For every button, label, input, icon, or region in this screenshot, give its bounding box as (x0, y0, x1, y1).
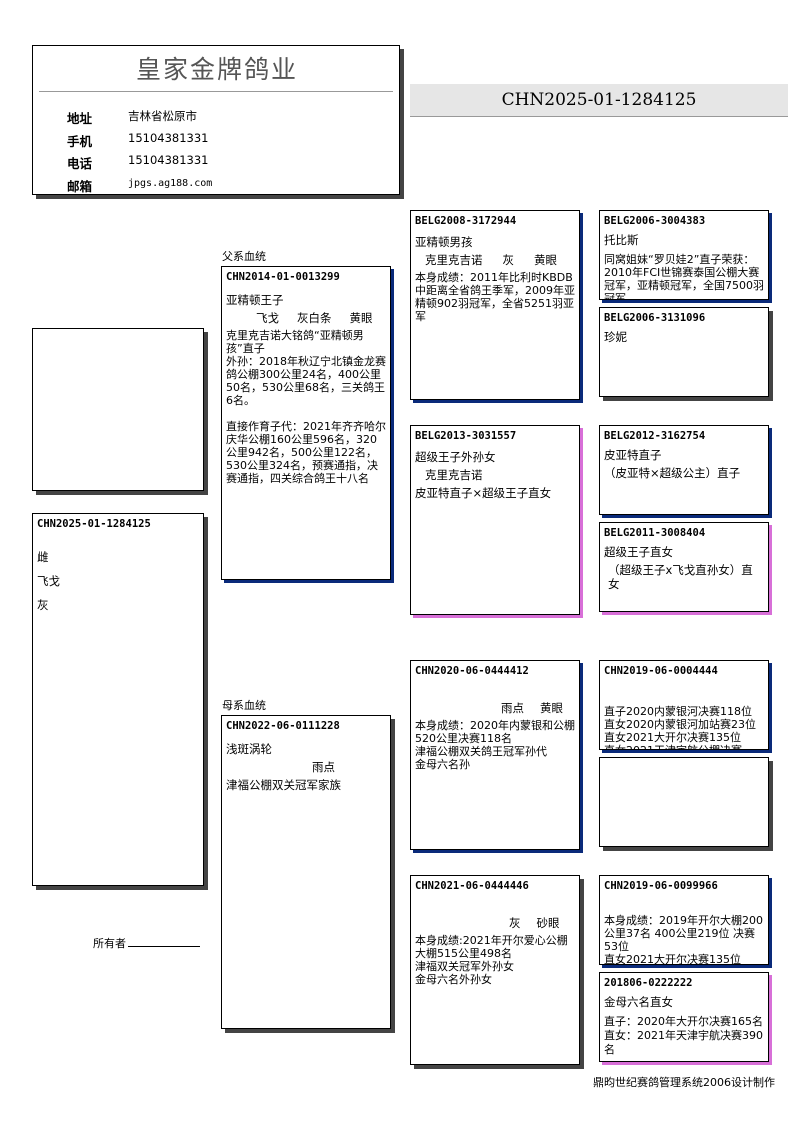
dsd-ring (600, 758, 768, 764)
ss-ring: BELG2008-3172944 (415, 215, 517, 227)
email-label: 邮箱 (67, 179, 93, 194)
loft-name: 皇家金牌鸽业 (135, 55, 298, 84)
sd-card: BELG2013-3031557 超级王子外孙女 克里克吉诺 皮亚特直子×超级王… (410, 425, 580, 615)
sire-section-label: 父系血统 (222, 250, 266, 263)
ds-eye: 黄眼 (540, 701, 563, 715)
ddd-name: 金母六名直女 (604, 995, 673, 1009)
main-ring-banner: CHN2025-01-1284125 (410, 84, 788, 117)
ssd-card: BELG2006-3131096 珍妮 (599, 307, 769, 397)
dds-desc: 本身成绩：2019年开尔大棚200公里37名 400公里219位 决赛53位 直… (604, 914, 763, 965)
sss-card: BELG2006-3004383 托比斯 同窝姐妹“罗贝娃2”直子荣获：2010… (599, 210, 769, 300)
sire-attrs: 飞戈 灰白条 黄眼 (222, 309, 390, 327)
dam-ring: CHN2022-06-0111228 (226, 720, 340, 732)
sss-ring: BELG2006-3004383 (604, 215, 706, 227)
sd-ring: BELG2013-3031557 (415, 430, 517, 442)
sd-name: 超级王子外孙女 (415, 450, 496, 464)
ss-card: BELG2008-3172944 亚精顿男孩 克里克吉诺 灰 黄眼 本身成绩：2… (410, 210, 580, 400)
sdd-ring: BELG2011-3008404 (604, 527, 706, 539)
dss-card: CHN2019-06-0004444 直子2020内蒙银河决赛118位 直女20… (599, 660, 769, 750)
ss-name: 亚精顿男孩 (415, 235, 473, 249)
address-label: 地址 (67, 111, 93, 126)
dsd-card (599, 757, 769, 847)
sire-eye: 黄眼 (349, 311, 373, 325)
dd-desc: 本身成绩:2021年开尔爱心公棚大棚515公里498名 津福双关冠军外孙女 金母… (415, 934, 568, 986)
dd-eye: 砂眼 (536, 916, 560, 930)
sdd-desc: （超级王子x飞戈直孙女）直女 (608, 563, 753, 591)
loft-info-card: 皇家金牌鸽业 地址 吉林省松原市 手机 15104381331 电话 15104… (32, 45, 400, 195)
sd-desc: 皮亚特直子×超级王子直女 (415, 486, 552, 500)
sss-desc: 同窝姐妹“罗贝娃2”直子荣获：2010年FCI世锦赛泰国公棚大赛冠军，亚精顿冠军… (604, 253, 764, 300)
owner-label: 所有者 (93, 935, 200, 951)
dam-desc: 津福公棚双关冠军家族 (226, 778, 341, 792)
ss-breeder: 克里克吉诺 (425, 253, 483, 267)
sds-card: BELG2012-3162754 皮亚特直子 （皮亚特×超级公主）直子 (599, 425, 769, 515)
mobile-label: 手机 (67, 134, 93, 149)
owner-line (128, 946, 200, 947)
email-value: jpgs.ag188.com (128, 178, 213, 189)
sdd-name: 超级王子直女 (604, 545, 673, 559)
ss-color: 灰 (502, 253, 515, 267)
phone-value: 15104381331 (128, 153, 209, 167)
ss-eye: 黄眼 (534, 253, 557, 267)
dss-desc: 直子2020内蒙银河决赛118位 直女2020内蒙银河加站赛23位 直女2021… (604, 705, 756, 749)
footer-credit: 鼎昀世纪赛鸽管理系统2006设计制作 (593, 1076, 775, 1089)
dam-section-label: 母系血统 (222, 699, 266, 712)
subject-sex: 雌 (37, 550, 49, 564)
dds-ring: CHN2019-06-0099966 (604, 880, 718, 892)
sdd-card: BELG2011-3008404 超级王子直女 （超级王子x飞戈直孙女）直女 (599, 522, 769, 612)
ds-attrs: 雨点 黄眼 (411, 699, 579, 717)
main-ring-number: CHN2025-01-1284125 (501, 90, 697, 110)
sire-card: CHN2014-01-0013299 亚精顿王子 飞戈 灰白条 黄眼 克里克吉诺… (221, 266, 391, 580)
dd-color: 灰 (509, 916, 521, 930)
header-divider (39, 91, 393, 92)
ss-attrs: 克里克吉诺 灰 黄眼 (411, 251, 579, 269)
dds-card: CHN2019-06-0099966 本身成绩：2019年开尔大棚200公里37… (599, 875, 769, 965)
subject-name: 飞戈 (37, 574, 60, 588)
dss-ring: CHN2019-06-0004444 (604, 665, 718, 677)
ds-ring: CHN2020-06-0444412 (415, 665, 529, 677)
address-value: 吉林省松原市 (128, 109, 197, 123)
sds-desc: （皮亚特×超级公主）直子 (604, 466, 741, 480)
dam-name: 浅斑涡轮 (226, 742, 272, 756)
ss-desc: 本身成绩：2011年比利时KBDB中距离全省鸽王季军，2009年亚精顿902羽冠… (415, 271, 575, 323)
ds-card: CHN2020-06-0444412 雨点 黄眼 本身成绩：2020年内蒙银和公… (410, 660, 580, 850)
sds-name: 皮亚特直子 (604, 448, 662, 462)
phone-label: 电话 (67, 156, 93, 171)
ds-desc: 本身成绩：2020年内蒙银和公棚520公里决赛118名 津福公棚双关鸽王冠军孙代… (415, 719, 575, 771)
ddd-desc: 直子：2020年大开尔决赛165名 直女：2021年天津宇航决赛390名 (604, 1015, 763, 1056)
dd-card: CHN2021-06-0444446 灰 砂眼 本身成绩:2021年开尔爱心公棚… (410, 875, 580, 1065)
subject-ring: CHN2025-01-1284125 (37, 518, 151, 530)
dam-card: CHN2022-06-0111228 浅斑涡轮 雨点 津福公棚双关冠军家族 (221, 715, 391, 1029)
dam-color: 雨点 (312, 760, 335, 774)
sd-breeder: 克里克吉诺 (425, 468, 483, 482)
ssd-ring: BELG2006-3131096 (604, 312, 706, 324)
sire-name: 亚精顿王子 (226, 293, 284, 307)
dd-ring: CHN2021-06-0444446 (415, 880, 529, 892)
photo-box (32, 328, 204, 491)
sire-color: 灰白条 (297, 311, 332, 325)
sds-ring: BELG2012-3162754 (604, 430, 706, 442)
sire-desc: 克里克吉诺大铭鸽“亚精顿男孩”直子 外孙：2018年秋辽宁北镇金龙赛鸽公棚300… (226, 329, 386, 485)
dd-attrs: 灰 砂眼 (411, 914, 579, 932)
subject-color: 灰 (37, 598, 49, 612)
ddd-ring: 201806-0222222 (604, 977, 693, 989)
subject-card: CHN2025-01-1284125 雌 飞戈 灰 (32, 513, 204, 886)
ssd-name: 珍妮 (604, 330, 627, 344)
ddd-card: 201806-0222222 金母六名直女 直子：2020年大开尔决赛165名 … (599, 972, 769, 1062)
owner-text: 所有者 (93, 937, 126, 950)
ds-color: 雨点 (501, 701, 524, 715)
sire-name2: 飞戈 (256, 311, 279, 325)
sire-ring: CHN2014-01-0013299 (226, 271, 340, 283)
sss-name: 托比斯 (604, 233, 639, 247)
mobile-value: 15104381331 (128, 131, 209, 145)
